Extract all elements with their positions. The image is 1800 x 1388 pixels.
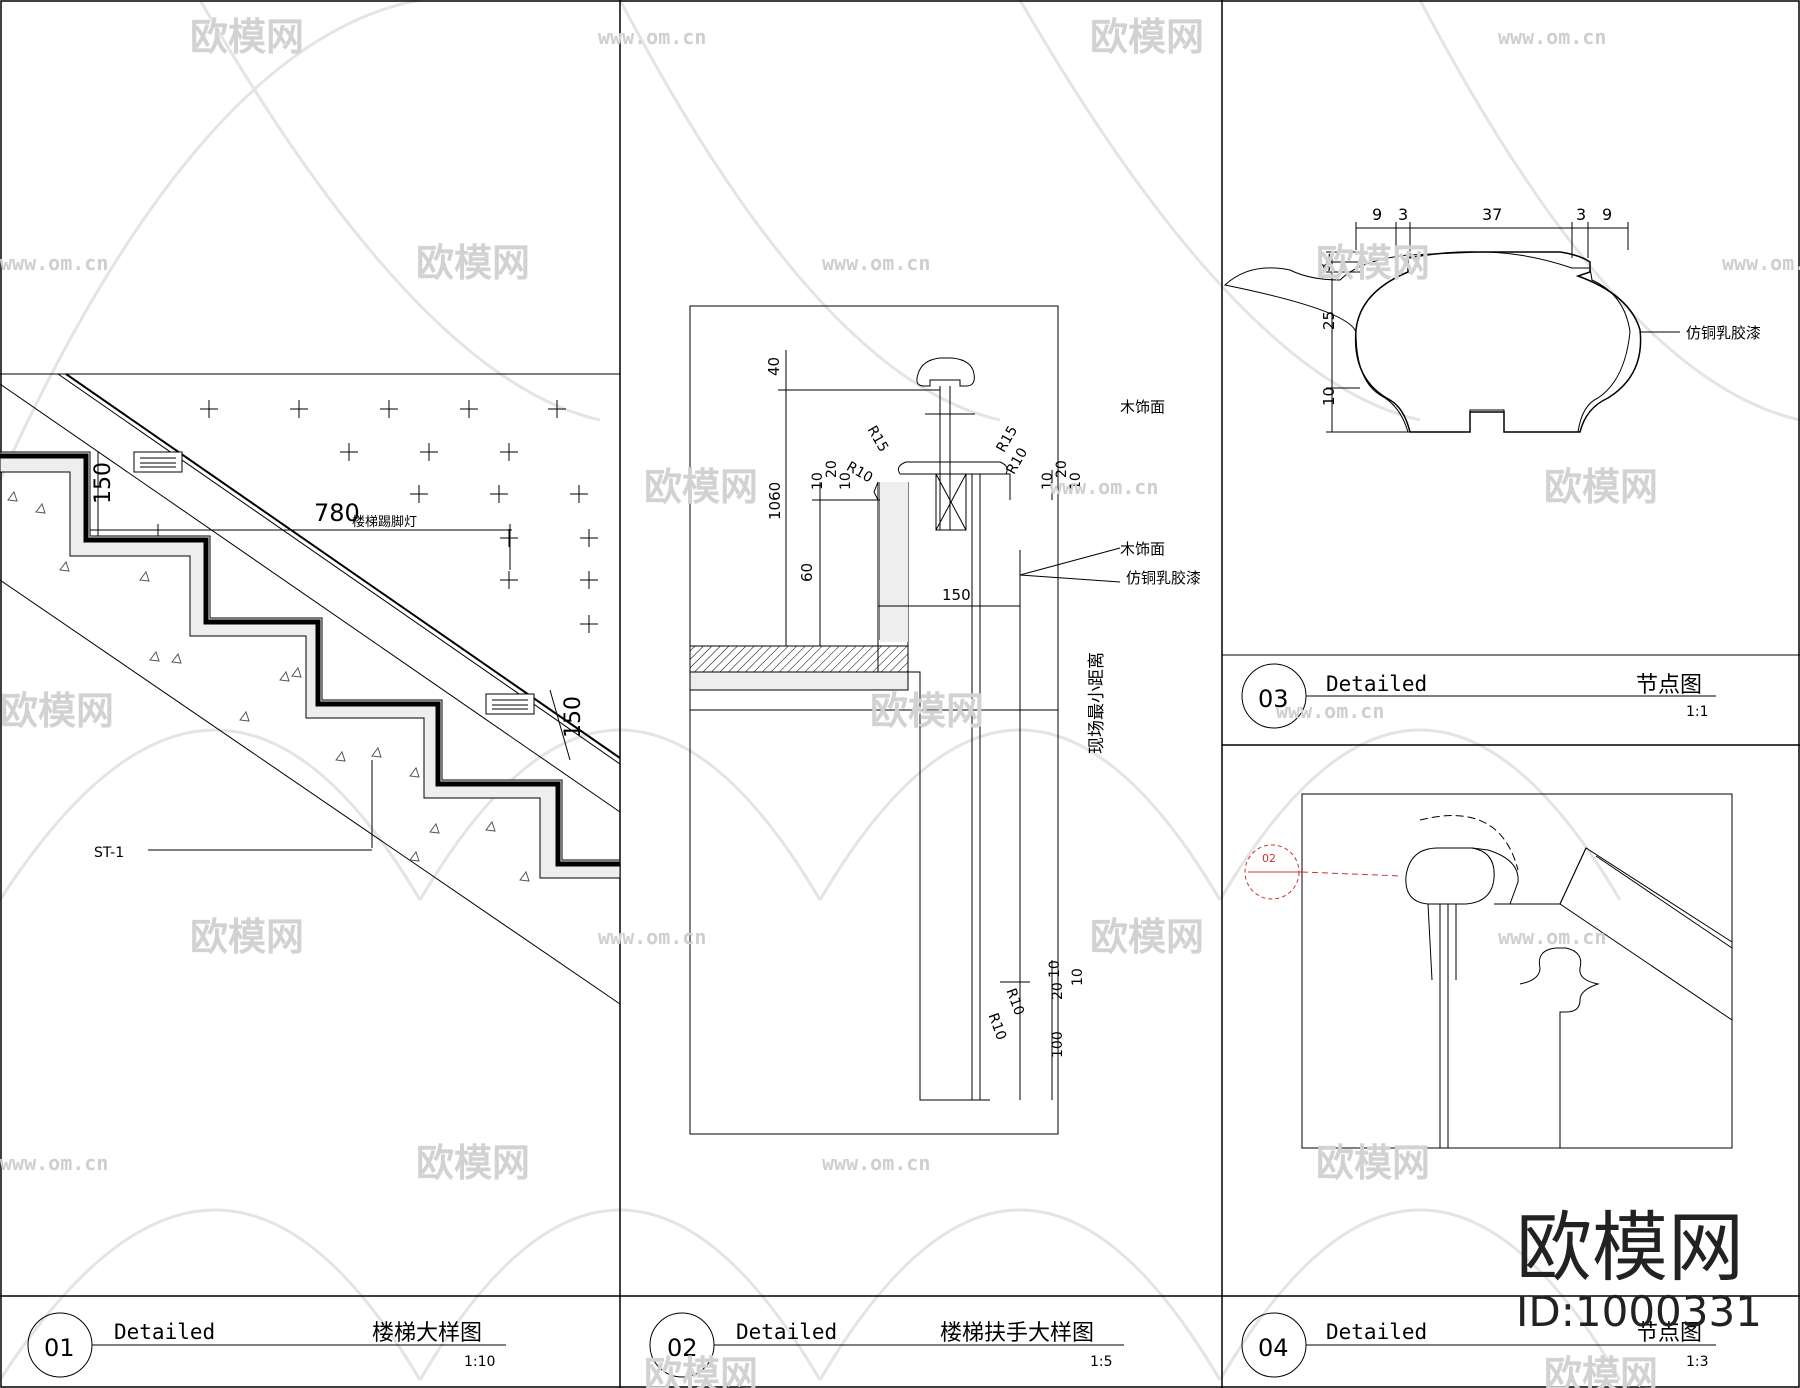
watermark-layer: 欧模网 www.om.cn 欧模网 www.om.cn www.om.cn 欧模… <box>0 15 1800 1388</box>
dim-left-10b: 10 <box>838 472 854 490</box>
watermark-brand: 欧模网 <box>1090 15 1204 59</box>
watermark-url: www.om.cn <box>1498 925 1606 949</box>
watermark-brand: 欧模网 <box>644 465 758 509</box>
material-tag-st1: ST-1 <box>94 845 124 861</box>
panel-scale-03: 1:1 <box>1686 704 1709 720</box>
watermark-url: www.om.cn <box>1498 25 1606 49</box>
note-copper-paint-profile: 仿铜乳胶漆 <box>1686 324 1761 342</box>
watermark-url: www.om.cn <box>1276 699 1384 723</box>
watermark-brand: 欧模网 <box>416 1141 530 1185</box>
dim-780: 780 <box>314 499 360 527</box>
watermark-brand: 欧模网 <box>190 915 304 959</box>
light-label: 楼梯踢脚灯 <box>352 514 417 530</box>
watermark-url: www.om.cn <box>822 251 930 275</box>
ref-bubble <box>1244 844 1403 900</box>
watermark-brand: 欧模网 <box>416 241 530 285</box>
watermark-url: www.om.cn <box>1722 251 1800 275</box>
dim-37: 37 <box>1482 205 1502 224</box>
watermark-brand: 欧模网 <box>1544 465 1658 509</box>
watermark-brand: 欧模网 <box>870 689 984 733</box>
watermark-brand: 欧模网 <box>1090 915 1204 959</box>
title-block-01: 01 Detailed 楼梯大样图 1:10 <box>27 1312 506 1378</box>
dim-bottom-20: 20 <box>1050 982 1066 1000</box>
panel-title-02: 楼梯扶手大样图 <box>940 1321 1094 1346</box>
dim-1060: 1060 <box>766 482 784 520</box>
dim-3-left: 3 <box>1398 205 1408 224</box>
panel-title-03: 节点图 <box>1636 673 1702 698</box>
dim-bottom-10: 10 <box>1047 960 1063 978</box>
panel-label-04: Detailed <box>1326 1320 1427 1344</box>
ref-tag-02: 02 <box>1262 852 1276 865</box>
panel-number-04: 04 <box>1258 1334 1289 1362</box>
watermark-brand: 欧模网 <box>644 1353 758 1388</box>
dim-25: 25 <box>1320 311 1338 330</box>
watermark-url: www.om.cn <box>598 25 706 49</box>
dim-riser-150: 150 <box>91 462 116 504</box>
panel-number-01: 01 <box>44 1334 75 1362</box>
dim-left-20: 20 <box>824 460 840 478</box>
watermark-url: www.om.cn <box>1050 475 1158 499</box>
panel-scale-04: 1:3 <box>1686 1354 1709 1370</box>
watermark-brand: 欧模网 <box>1316 241 1430 285</box>
dim-right-20: 20 <box>1054 460 1070 478</box>
watermark-url: www.om.cn <box>598 925 706 949</box>
panel-scale-02: 1:5 <box>1090 1354 1113 1370</box>
panel-04-node-drawing <box>1301 793 1733 1149</box>
watermark-brand: 欧模网 <box>0 689 114 733</box>
watermark-url: www.om.cn <box>0 1151 108 1175</box>
radius-r10-bottom-b: R10 <box>985 1011 1009 1042</box>
panel-number-02: 02 <box>667 1334 698 1362</box>
dim-3: 3 <box>1316 262 1334 272</box>
cross-hatch-marks <box>200 400 598 633</box>
title-block-02: 02 Detailed 楼梯扶手大样图 1:5 <box>649 1312 1124 1378</box>
panel-label-02: Detailed <box>736 1320 837 1344</box>
dim-9-right: 9 <box>1602 205 1612 224</box>
watermark-brand: 欧模网 <box>1316 1141 1430 1185</box>
note-wood-mid: 木饰面 <box>1120 540 1165 558</box>
panel-title-04: 节点图 <box>1636 1321 1702 1346</box>
dim-3-right: 3 <box>1576 205 1586 224</box>
panel-01-stair-drawing <box>0 373 621 1005</box>
radius-r10-bottom-a: R10 <box>1003 986 1027 1017</box>
dim-riser-150-right: 150 <box>561 696 586 738</box>
note-copper-paint: 仿铜乳胶漆 <box>1126 569 1201 587</box>
watermark-brand: 欧模网 <box>190 15 304 59</box>
dim-right-10: 10 <box>1040 472 1056 490</box>
watermark-brand: 欧模网 <box>1544 1353 1658 1388</box>
panel-label-03: Detailed <box>1326 672 1427 696</box>
watermark-url: www.om.cn <box>0 251 108 275</box>
brand-logo-text: 欧模网 <box>1516 1203 1744 1292</box>
dim-150: 150 <box>942 586 971 604</box>
panel-label-01: Detailed <box>114 1320 215 1344</box>
title-block-04: 04 Detailed 节点图 1:3 <box>1241 1312 1716 1378</box>
brand-id: ID:1000331 <box>1516 1287 1762 1336</box>
aggregate-marks <box>7 490 530 882</box>
panel-03-dims <box>1326 222 1680 433</box>
panel-number-03: 03 <box>1258 685 1289 713</box>
panel-title-01: 楼梯大样图 <box>372 1321 482 1346</box>
dim-bottom-100: 100 <box>1050 1031 1066 1058</box>
dim-9-left: 9 <box>1372 205 1382 224</box>
dim-40: 40 <box>765 357 783 376</box>
dim-left-10: 10 <box>810 472 826 490</box>
handrail-profile <box>1354 251 1642 433</box>
dim-10: 10 <box>1320 387 1338 406</box>
dim-bottom-10b: 10 <box>1070 968 1086 986</box>
title-block-03: 03 Detailed 节点图 1:1 <box>1241 663 1716 729</box>
panel-02-handrail-drawing <box>689 305 1121 1135</box>
dim-60: 60 <box>798 563 816 582</box>
dim-right-10b: 10 <box>1068 472 1084 490</box>
radius-r15-left: R15 <box>864 423 892 455</box>
dim-2: 2 <box>1316 252 1334 262</box>
note-wood-top: 木饰面 <box>1120 398 1165 416</box>
watermark-url: www.om.cn <box>822 1151 930 1175</box>
note-min-distance: 现场最小距离 <box>1087 652 1107 754</box>
panel-scale-01: 1:10 <box>464 1354 495 1370</box>
